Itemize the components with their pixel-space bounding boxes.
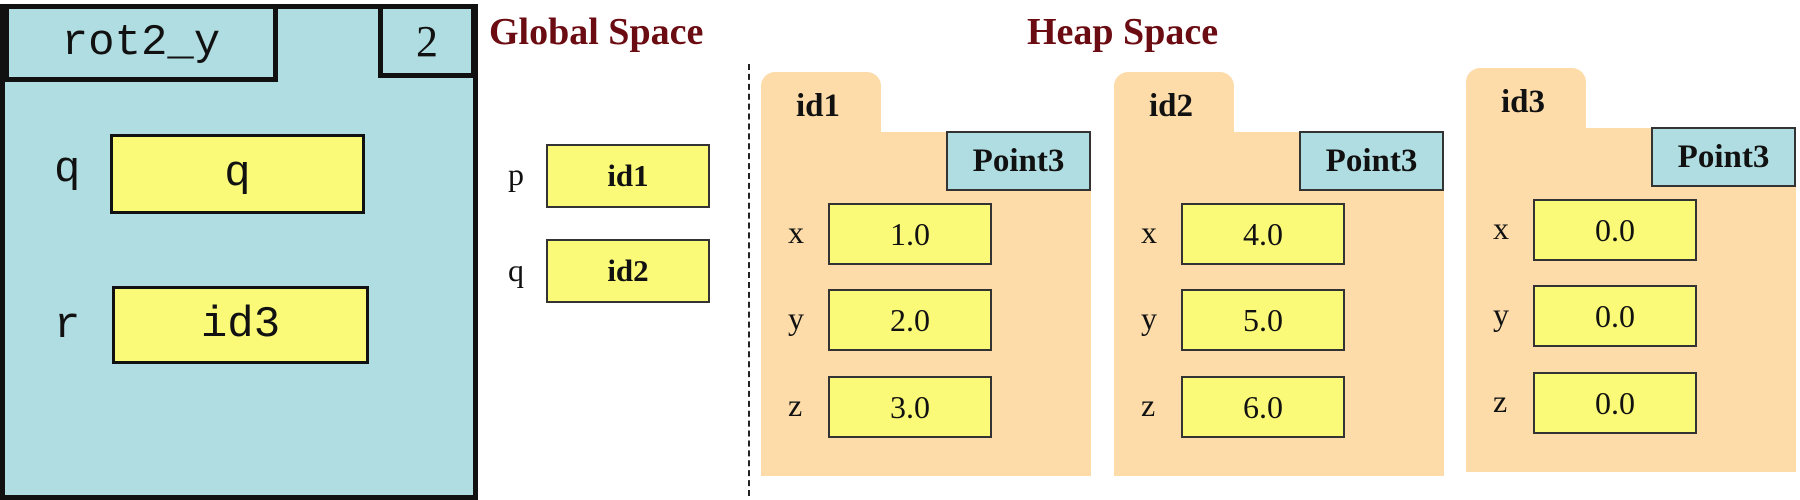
heap-object-tab — [761, 72, 881, 136]
attr-label: z — [788, 387, 803, 423]
frame-var-value: id3 — [112, 286, 369, 364]
global-space-heading: Global Space — [489, 11, 704, 53]
attr-label: y — [788, 300, 804, 336]
frame-name-tab: rot2_y — [4, 4, 278, 82]
space-divider — [748, 64, 750, 496]
attr-label: y — [1493, 296, 1509, 332]
heap-object-tab — [1466, 68, 1586, 132]
heap-object-class: Point3 — [1651, 127, 1796, 187]
attr-value: 0.0 — [1533, 372, 1697, 434]
attr-label: x — [1141, 214, 1157, 250]
frame-line-number: 2 — [378, 4, 476, 78]
attr-label: z — [1141, 387, 1156, 423]
heap-object-id: id1 — [796, 88, 841, 124]
heap-object-tab — [1114, 72, 1234, 136]
heap-object-class: Point3 — [1299, 131, 1444, 191]
attr-value: 1.0 — [828, 203, 992, 265]
global-var-label: q — [508, 252, 524, 288]
frame-var-value: q — [110, 134, 365, 214]
attr-value: 3.0 — [828, 376, 992, 438]
attr-label: z — [1493, 383, 1508, 419]
attr-value: 0.0 — [1533, 199, 1697, 261]
call-frame — [0, 4, 478, 500]
attr-value: 0.0 — [1533, 285, 1697, 347]
frame-var-label: r — [54, 301, 81, 351]
frame-var-label: q — [54, 145, 81, 195]
attr-value: 4.0 — [1181, 203, 1345, 265]
attr-label: x — [788, 214, 804, 250]
heap-object-id: id3 — [1501, 84, 1546, 120]
global-var-value: id2 — [546, 239, 710, 303]
attr-value: 5.0 — [1181, 289, 1345, 351]
heap-object-class: Point3 — [946, 131, 1091, 191]
heap-object-id: id2 — [1149, 88, 1194, 124]
global-var-value: id1 — [546, 144, 710, 208]
attr-value: 2.0 — [828, 289, 992, 351]
attr-label: x — [1493, 210, 1509, 246]
attr-label: y — [1141, 300, 1157, 336]
global-var-label: p — [508, 156, 524, 192]
heap-space-heading: Heap Space — [1027, 11, 1219, 53]
attr-value: 6.0 — [1181, 376, 1345, 438]
